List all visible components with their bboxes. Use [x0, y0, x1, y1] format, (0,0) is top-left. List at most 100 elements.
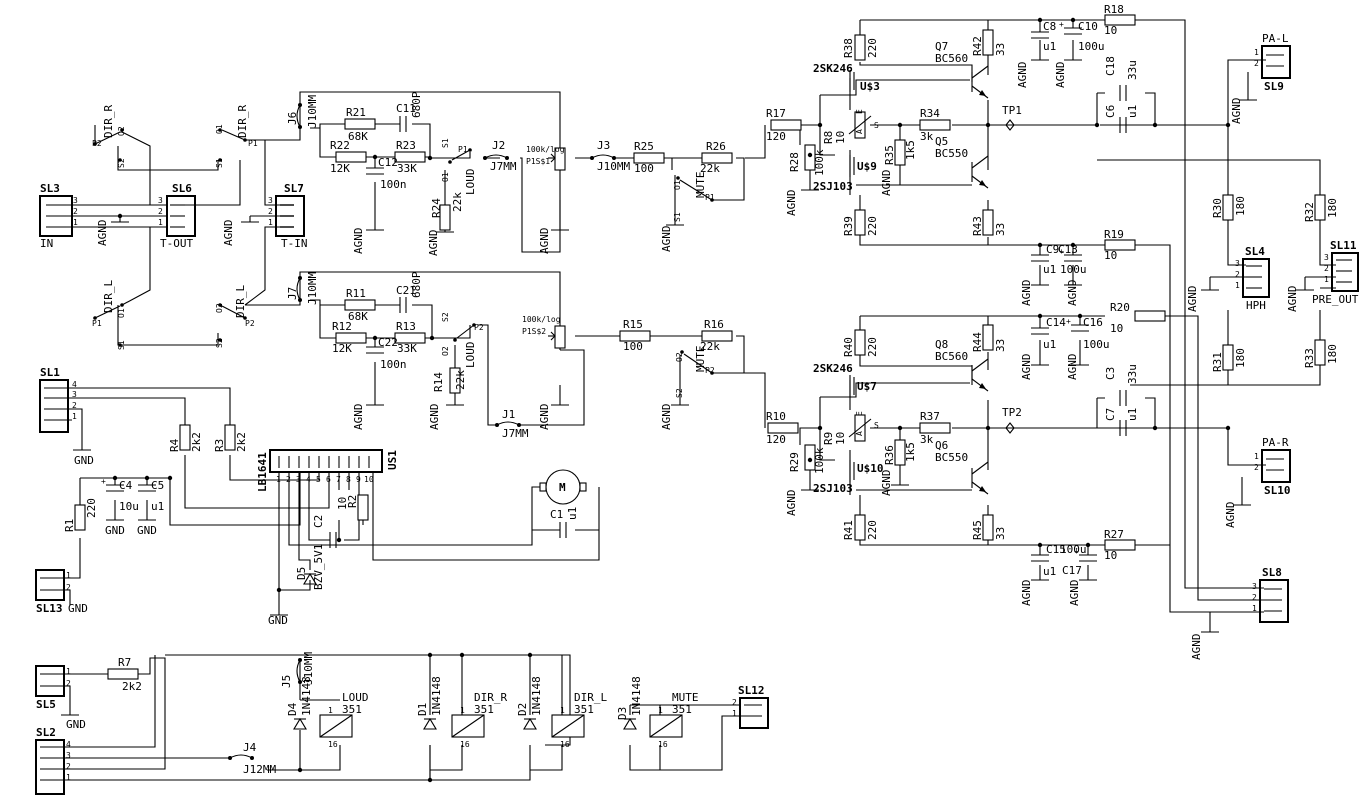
transistor-value: BC560: [935, 52, 968, 65]
connector-sl5: SL5 1 2: [35, 665, 71, 711]
ground-icon: AGND: [1020, 354, 1049, 380]
contact-label: S1: [673, 212, 682, 222]
connector-sl6: SL6 T-OUT 3 2 1: [158, 182, 196, 250]
pin-number: 1: [66, 667, 71, 676]
contact-label: O1: [441, 172, 450, 182]
ground-icon: AGND: [96, 220, 129, 246]
pin-number: 4: [66, 740, 71, 749]
contact-label: S1: [117, 340, 126, 350]
capacitor-ref: C17: [1062, 564, 1082, 577]
relay-pin: 1: [328, 706, 333, 715]
ground-icon: AGND: [1016, 59, 1049, 88]
junction-dot: [1070, 242, 1076, 248]
resistor-value: 2k2: [235, 432, 248, 452]
connector-name: HPH: [1246, 299, 1266, 312]
fet-ref: U$7: [857, 380, 877, 393]
diode-ref: D4: [286, 702, 299, 716]
junction-dot: [1070, 17, 1076, 23]
resistor-value: 33: [994, 43, 1007, 56]
capacitor-ref: C3: [1104, 367, 1117, 380]
fet-value: 2SK246: [813, 362, 853, 375]
resistor-ref: R14: [432, 372, 445, 392]
pot-value: 100k/log: [526, 145, 565, 154]
pin-number: 2: [1324, 264, 1329, 273]
contact-label: S2: [675, 388, 684, 398]
junction-dot: [807, 457, 813, 463]
jumper-ref: J7: [286, 287, 299, 300]
connector-name: PRE_OUT: [1312, 293, 1359, 306]
connector-name: PA-L: [1262, 32, 1289, 45]
resistor-value: 180: [1326, 198, 1339, 218]
transistor-ref: Q8: [935, 338, 948, 351]
pin-number: 3: [268, 196, 273, 205]
switch-mute-1: MUTE P1 O1 S1: [673, 172, 715, 223]
contact-label: P1: [92, 319, 102, 328]
junction-dot: [527, 652, 533, 658]
resistor-r28: R28 100k: [788, 144, 826, 176]
pin-number: 10: [364, 475, 374, 484]
contact-label: O2: [441, 346, 450, 356]
capacitor-ref: C7: [1104, 408, 1117, 421]
fet-value: 2SJ103: [813, 180, 853, 193]
pin-number: 2: [1254, 463, 1259, 472]
jumper-value: J10MM: [597, 160, 630, 173]
resistor-ref: R28: [788, 152, 801, 172]
ground-icon: GND: [137, 519, 157, 537]
capacitor-ref: C4: [119, 479, 133, 492]
trimmer-value: 10: [834, 432, 847, 445]
fet-pin-label: A: [855, 431, 864, 436]
capacitor-value: 100u: [1078, 40, 1105, 53]
fet-pin-labels: S S A E A E: [855, 109, 879, 436]
junction-dot: [1225, 122, 1231, 128]
ground-label: AGND: [1286, 286, 1299, 313]
fet-value: 2SK246: [813, 62, 853, 75]
pin-number: 1: [732, 709, 737, 718]
resistor-value: 180: [1234, 196, 1247, 216]
contact-label: S2: [441, 312, 450, 322]
contact-label: O1: [117, 308, 126, 318]
testpoint-label: TP1: [1002, 104, 1022, 117]
resistor-ref: R30: [1211, 198, 1224, 218]
resistor-value: 33K: [397, 342, 417, 355]
connector-sl2: SL2 4 3 2 1: [35, 726, 71, 795]
pin-number: 3: [72, 390, 77, 399]
transistor-ref: Q7: [935, 40, 948, 53]
fet-value: 2SJ103: [813, 482, 853, 495]
resistor-value: 220: [866, 38, 879, 58]
pin-number: 2: [732, 698, 737, 707]
junction-dot: [427, 155, 433, 161]
resistor-value: 100k: [813, 149, 826, 176]
connector-sl11: SL11 PRE_OUT 3 2 1: [1312, 239, 1359, 306]
pin-number: 1: [1324, 275, 1329, 284]
connector-sl10: PA-R SL10 1 2: [1254, 436, 1291, 497]
junction-dot: [459, 652, 465, 658]
fet-pin-label: S: [874, 121, 879, 130]
pin-number: 1: [66, 773, 71, 782]
ic-value: LB1641: [256, 452, 269, 492]
contact-label: O2: [117, 126, 126, 136]
junction-dot: [1037, 313, 1043, 319]
diode-ref: D2: [516, 703, 529, 716]
fet-pin-label: S: [874, 421, 879, 430]
pin-number: 3: [1252, 582, 1257, 591]
relay-pin: 16: [560, 740, 570, 749]
pin-number: 2: [73, 207, 78, 216]
resistor-value: 10: [1110, 322, 1123, 335]
junction-dot: [1225, 425, 1231, 431]
switch-label: DIR_L: [102, 280, 115, 313]
